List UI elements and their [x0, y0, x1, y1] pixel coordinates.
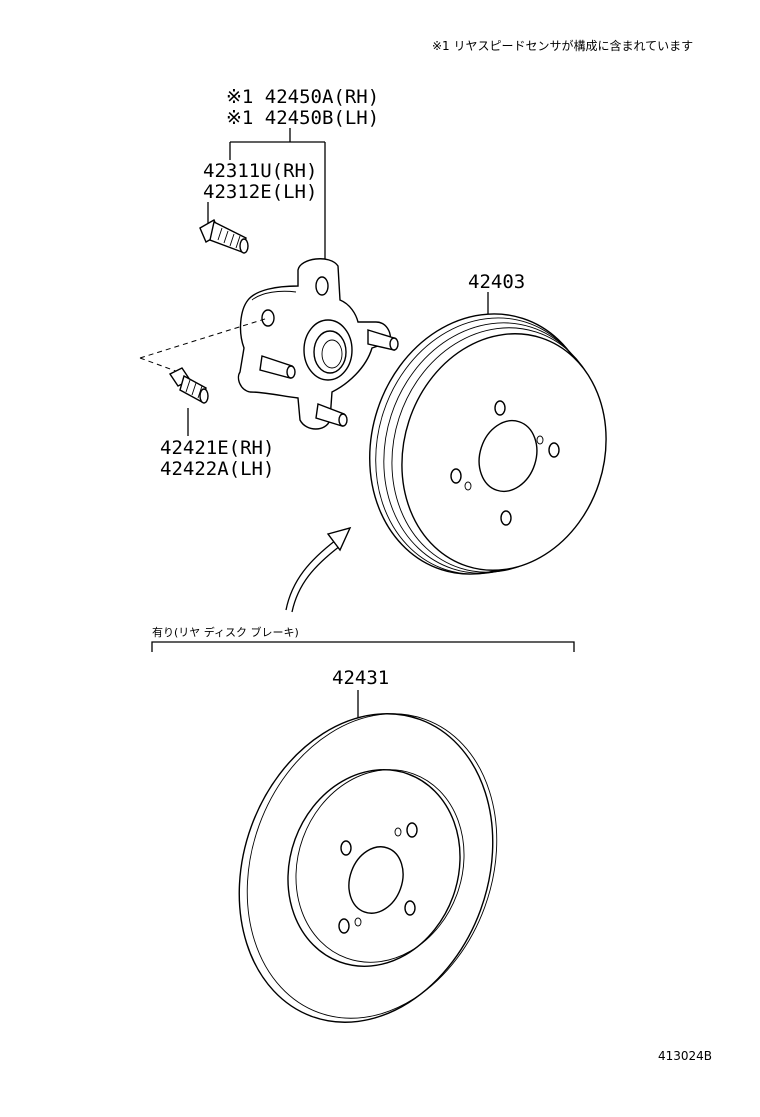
axle-hub-assembly: [237, 258, 399, 430]
header-note: ※1 リヤスピードセンサが構成に含まれています: [432, 38, 693, 53]
callout-bolt-lh[interactable]: 42422A(LH): [160, 458, 274, 480]
callout-stud-rh[interactable]: 42311U(RH): [203, 160, 317, 182]
figure-id: 413024B: [658, 1049, 712, 1063]
hub-bolt: [168, 367, 209, 404]
brake-disc: [238, 713, 498, 1023]
callout-hub-rh[interactable]: ※1 42450A(RH): [226, 86, 379, 108]
callout-bolt-rh[interactable]: 42421E(RH): [160, 437, 274, 459]
stud-leader-line: [207, 142, 231, 226]
option-label: 有り(リヤ ディスク ブレーキ): [152, 625, 299, 639]
callout-disc[interactable]: 42431: [332, 667, 389, 689]
hub-leader-line: [230, 128, 326, 262]
callout-drum[interactable]: 42403: [468, 271, 525, 293]
callout-stud-lh[interactable]: 42312E(LH): [203, 181, 317, 203]
hub-stud: [199, 219, 249, 254]
brake-drum: [369, 313, 607, 575]
option-arrow: [285, 526, 352, 613]
option-bracket: [151, 641, 575, 652]
callout-hub-lh[interactable]: ※1 42450B(LH): [226, 107, 379, 129]
